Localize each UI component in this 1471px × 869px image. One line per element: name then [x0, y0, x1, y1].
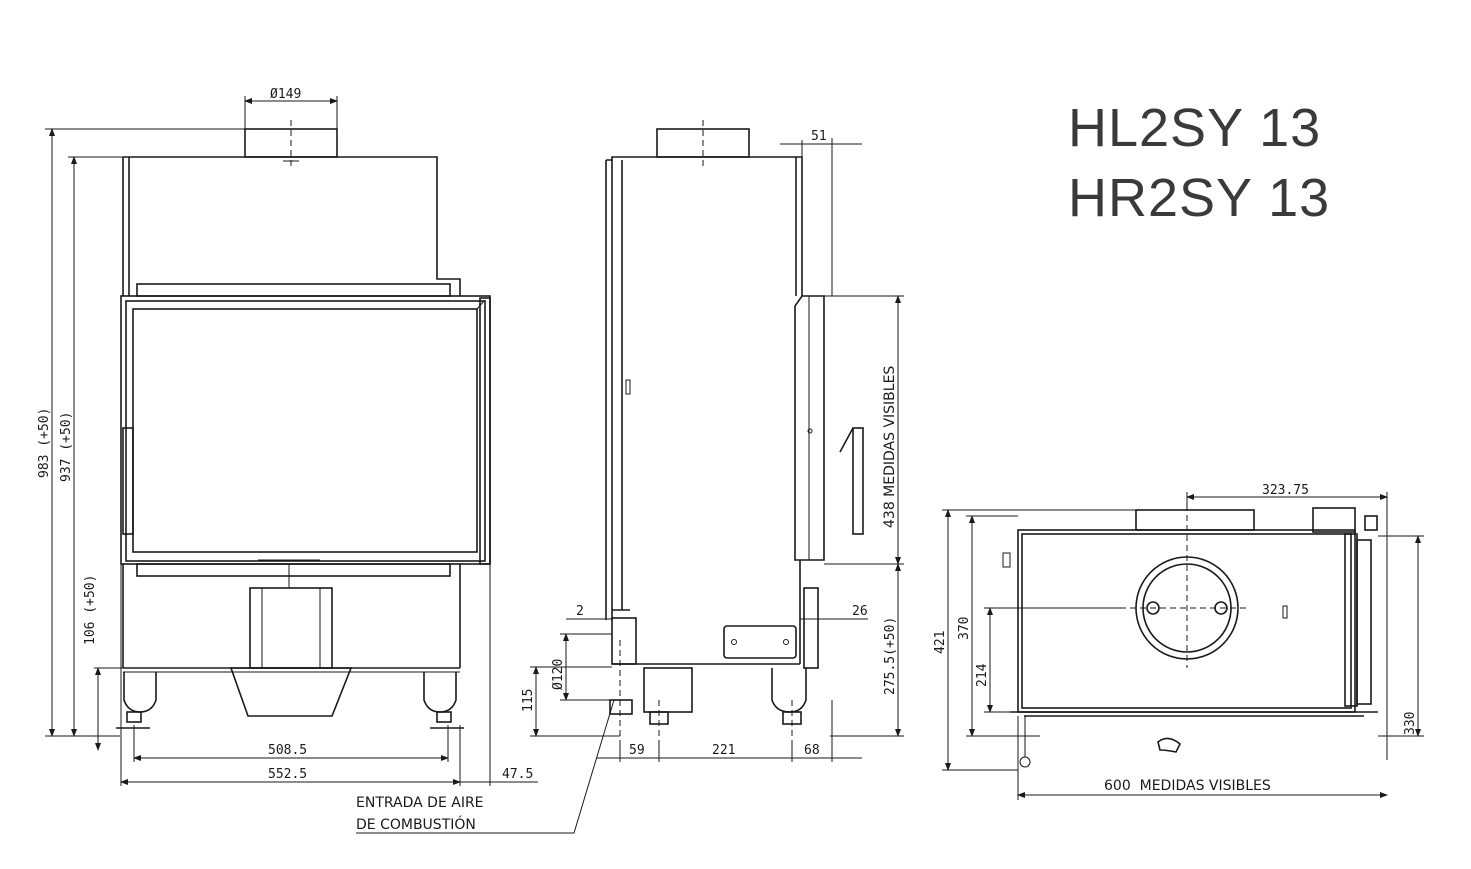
dim-height-total: 983 (+50) — [37, 408, 52, 478]
plan-view — [1002, 495, 1378, 768]
callout-line-2: DE COMBUSTIÓN — [356, 815, 476, 833]
dim-depth-370: 370 — [957, 617, 972, 640]
dim-height-legs: 106 (+50) — [83, 575, 98, 645]
plan-dimensions: 323.75 421 370 214 330 600 MEDIDAS VISIB… — [933, 483, 1424, 800]
dim-width-outer: 552.5 — [268, 767, 307, 782]
dim-depth-421: 421 — [933, 631, 948, 654]
dim-flue-diameter: Ø149 — [270, 87, 301, 102]
dim-lower-height: 275.5(+50) — [883, 617, 898, 695]
dim-offset-2: 2 — [576, 604, 584, 619]
dim-top-offset: 51 — [811, 129, 827, 144]
dim-width-visible: 600 MEDIDAS VISIBLES — [1104, 778, 1271, 794]
callout-line-1: ENTRADA DE AIRE — [356, 795, 484, 811]
dim-bottom-68: 68 — [804, 743, 820, 758]
front-view — [116, 120, 491, 729]
dim-flue-offset: 323.75 — [1262, 483, 1309, 498]
dim-width-inner: 508.5 — [268, 743, 307, 758]
dim-bottom-59: 59 — [629, 743, 645, 758]
dim-visible-height: 438 MEDIDAS VISIBLES — [882, 366, 898, 528]
air-inlet-callout: ENTRADA DE AIRE DE COMBUSTIÓN — [356, 699, 615, 834]
dim-offset-26: 26 — [852, 604, 868, 619]
dim-bottom-221: 221 — [712, 743, 735, 758]
front-dimensions: Ø149 983 (+50) 937 (+50) 106 (+50) 508.5… — [37, 87, 538, 786]
dim-depth-330: 330 — [1403, 712, 1418, 735]
dim-depth-214: 214 — [975, 663, 990, 687]
side-view — [605, 120, 864, 740]
side-dimensions: 51 438 MEDIDAS VISIBLES 275.5(+50) 26 2 … — [521, 129, 904, 762]
model-title-left: HL2SY 13 — [1068, 98, 1321, 158]
dim-air-inlet-diameter: Ø120 — [551, 659, 566, 690]
dim-offset-right: 47.5 — [502, 767, 533, 782]
dim-height-body: 937 (+50) — [59, 412, 74, 482]
model-title-right: HR2SY 13 — [1068, 168, 1330, 228]
dim-air-inlet-height: 115 — [521, 689, 536, 712]
